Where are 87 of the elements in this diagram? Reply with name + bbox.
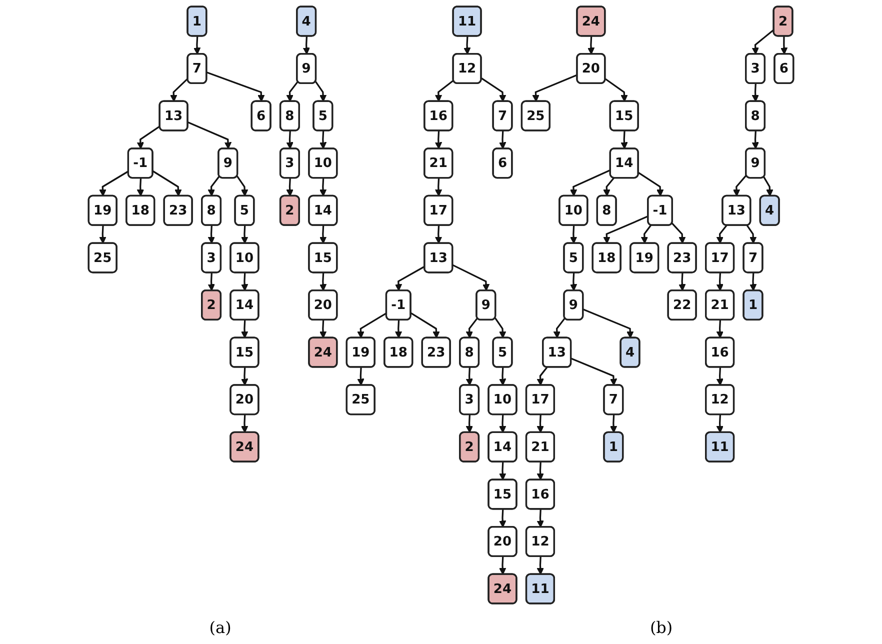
arrow [466, 318, 478, 338]
arrow [532, 74, 578, 102]
arrow [206, 72, 265, 102]
arrow [241, 272, 248, 292]
arrow [716, 320, 724, 338]
arrow [638, 172, 664, 196]
arrow [536, 509, 544, 528]
arrow [152, 170, 182, 196]
arrow [610, 414, 618, 433]
arrow [286, 81, 298, 102]
arrow [752, 84, 759, 102]
arrow [582, 308, 634, 338]
arrow [286, 130, 294, 150]
arrow [603, 178, 614, 196]
arrow [536, 366, 548, 386]
arrow [570, 272, 578, 292]
arrow [536, 414, 544, 433]
arrow [452, 264, 490, 292]
arrow [716, 414, 724, 433]
arrow [99, 170, 130, 196]
arrow [464, 36, 471, 55]
arrow [672, 222, 686, 244]
arrow [319, 178, 327, 196]
arrow [208, 176, 220, 196]
arrow [752, 29, 774, 55]
arrow [319, 130, 327, 150]
arrow [499, 509, 506, 528]
arrow [466, 367, 473, 386]
arrow [536, 462, 544, 480]
arrow [746, 225, 757, 244]
arrow [236, 176, 248, 196]
arrow [434, 225, 442, 244]
arrow [99, 225, 106, 244]
arrow [208, 272, 215, 292]
arrow [241, 320, 248, 338]
arrow [188, 122, 232, 150]
arrow [193, 36, 201, 55]
arrow [394, 266, 426, 292]
arrow [678, 272, 686, 292]
arrow [499, 414, 506, 433]
arrow [499, 556, 506, 575]
arrow [480, 78, 506, 102]
arrow [314, 81, 327, 102]
arrow [319, 225, 327, 244]
arrow [319, 320, 327, 338]
arrow [570, 169, 611, 196]
arrow [716, 367, 724, 386]
arrow [434, 80, 454, 102]
arrow [499, 462, 506, 480]
arrow [716, 272, 724, 292]
panel-label: (a) [209, 618, 232, 636]
arrow [620, 130, 628, 150]
arrow [536, 556, 544, 575]
arrow [570, 225, 578, 244]
arrow [136, 125, 160, 150]
arrow [587, 36, 595, 55]
arrow [286, 178, 294, 196]
panel-label: (b) [650, 618, 673, 636]
arrow [716, 224, 728, 244]
arrow [241, 225, 248, 244]
arrow [434, 178, 442, 196]
arrow [394, 320, 402, 338]
arrow [136, 178, 144, 196]
arrow [750, 272, 757, 292]
arrow [494, 318, 506, 338]
arrow [499, 130, 506, 150]
arrow [553, 318, 566, 338]
arrow [434, 130, 442, 150]
arrow [170, 78, 188, 102]
arrow [302, 36, 310, 55]
arrow [241, 414, 248, 433]
arrow [208, 225, 215, 244]
arrow [603, 215, 649, 244]
arrow [732, 174, 747, 196]
arrow [410, 312, 440, 338]
arrow [570, 358, 618, 386]
arrow [763, 176, 774, 196]
arrow [499, 367, 506, 386]
arrow [752, 130, 759, 150]
arrow [780, 36, 788, 55]
arrow [319, 272, 327, 292]
arrow [604, 78, 628, 102]
arrow [466, 414, 473, 433]
arrow [640, 224, 652, 244]
arrow [357, 367, 364, 386]
arrow [241, 367, 248, 386]
arrow [357, 312, 388, 338]
